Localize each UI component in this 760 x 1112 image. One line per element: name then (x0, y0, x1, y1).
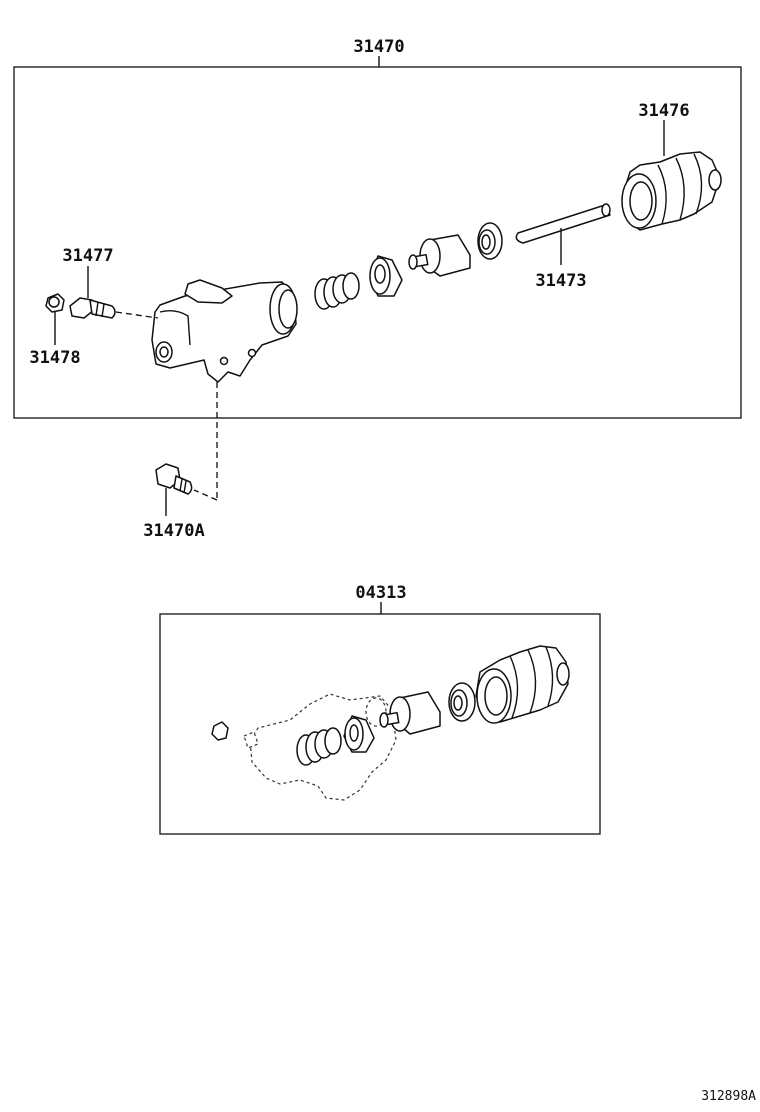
assembly-frame (13, 66, 742, 419)
piston-cup[interactable] (369, 255, 403, 297)
label-bleeder-cap[interactable]: 31478 (29, 348, 80, 368)
bleeder-plug[interactable] (69, 297, 116, 319)
label-boot[interactable]: 31476 (638, 101, 689, 121)
label-push-rod[interactable]: 31473 (535, 271, 586, 291)
kit-piston[interactable] (379, 691, 441, 735)
label-bleeder-plug[interactable]: 31477 (62, 246, 113, 266)
repair-kit-frame (159, 613, 601, 835)
kit-spring[interactable] (296, 727, 342, 766)
kit-piston-cup[interactable] (343, 715, 375, 753)
bleeder-cap[interactable] (45, 293, 65, 313)
kit-piston-seal[interactable] (448, 682, 476, 722)
release-cylinder-body[interactable] (151, 279, 298, 383)
label-repair-kit[interactable]: 04313 (355, 583, 406, 603)
push-rod[interactable] (515, 203, 611, 244)
kit-bleeder-cap[interactable] (211, 721, 229, 741)
label-assembly[interactable]: 31470 (353, 37, 404, 57)
piston[interactable] (408, 234, 471, 277)
bolt-dash-diagonal (193, 489, 218, 501)
kit-rubber-boot[interactable] (475, 645, 570, 724)
piston-spring[interactable] (314, 272, 360, 310)
bleeder-dash (115, 311, 159, 319)
piston-seal[interactable] (477, 222, 503, 260)
label-bolt[interactable]: 31470A (143, 521, 204, 541)
bolt[interactable] (155, 463, 193, 495)
rubber-boot[interactable] (621, 151, 722, 231)
figure-id: 312898A (701, 1089, 756, 1104)
kit-bleeder-tip (243, 731, 259, 749)
